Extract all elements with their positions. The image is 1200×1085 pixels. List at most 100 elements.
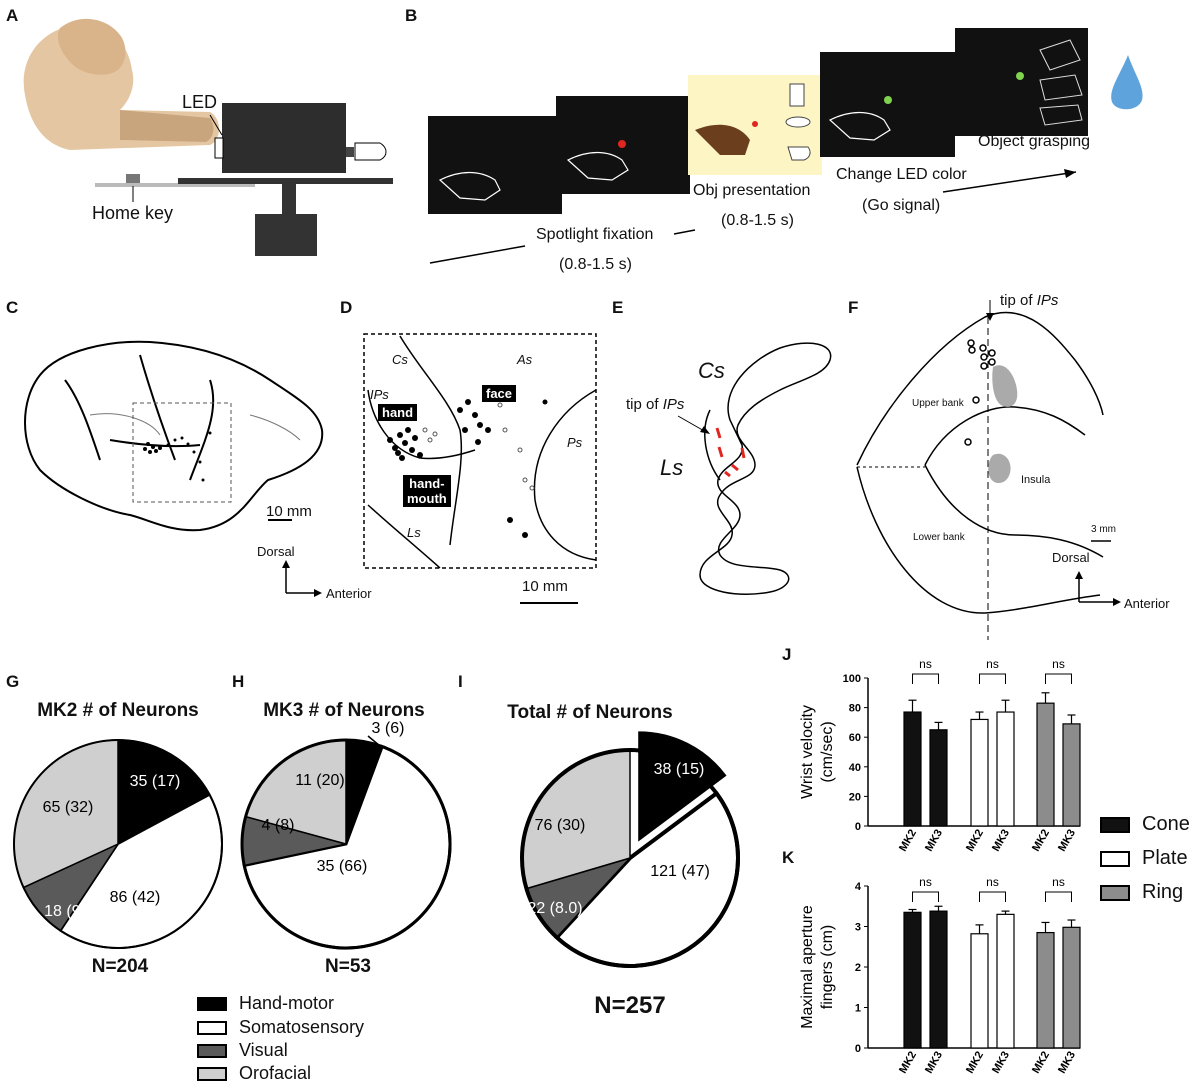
frame-grasping: [955, 28, 1088, 136]
y-tick-label: 0: [855, 821, 861, 833]
legend-swatch-cone: [1100, 816, 1130, 833]
arcuate-sulcus: [189, 379, 215, 481]
pie-slice-hand-motor: [638, 731, 727, 842]
grasp-hand-2: [1039, 74, 1083, 101]
significance-bracket: [912, 891, 939, 902]
y-tick-label: 20: [849, 791, 861, 803]
ring-object: [785, 116, 811, 128]
presentation-dot: [752, 121, 758, 127]
insula-label: Insula: [1021, 474, 1051, 486]
panel-letter-e: E: [612, 298, 624, 317]
bar-cone-mk3: [929, 910, 948, 1049]
e-label-ls: Ls: [660, 455, 684, 480]
bar-plate-mk2: [970, 933, 989, 1049]
panel-a-setup-illustration: [23, 18, 393, 256]
pie-slice-label: 76 (30): [535, 817, 586, 834]
y-tick-label: 40: [849, 762, 861, 774]
y-tick-label: 0: [855, 1043, 861, 1055]
pie-legend-orofacial: Orofacial: [197, 1063, 311, 1084]
pie-slice-label: 22 (8.0): [527, 900, 582, 917]
panel-b-task-sequence: [428, 28, 1143, 264]
y-axis-label: Wrist velocity: [799, 705, 816, 799]
x-tick-label: MK2: [964, 1050, 986, 1076]
pie-charts: 35 (17)86 (42)18 (9)65 (32)3 (6)35 (66)4…: [13, 720, 740, 968]
cone-object: [354, 142, 387, 161]
step-object-presentation: Obj presentation: [693, 182, 811, 199]
significance-label: ns: [986, 657, 999, 671]
y-tick-label: 3: [855, 922, 861, 934]
go-signal-dot: [884, 96, 892, 104]
lateral-sulcus: [109, 439, 201, 448]
bar-cone-mk2: [903, 911, 922, 1049]
monkey-arm: [120, 110, 214, 142]
panel-c-brain-lateral: [24, 340, 324, 597]
tip-pointer-e: [677, 415, 707, 433]
pie-outline: [520, 748, 740, 968]
pie-outline: [13, 739, 223, 949]
hand-outline-1: [438, 171, 501, 201]
legend-swatch-ring: [1100, 884, 1130, 901]
y-tick-label: 80: [849, 703, 861, 715]
as-line: [533, 389, 597, 561]
panel-letter-j: J: [782, 645, 792, 664]
tip-arrowhead-e: [700, 426, 710, 434]
d-label-cs: Cs: [392, 352, 408, 367]
f-tip-text: tip of: [1000, 292, 1033, 309]
pie-slice-label: 18 (9): [44, 903, 86, 920]
step-object-duration: (0.8-1.5 s): [721, 212, 794, 229]
minor-sulcus-2: [249, 414, 301, 441]
anterior-label-f: Anterior: [1124, 596, 1170, 611]
step-change-led: Change LED color: [836, 166, 967, 183]
f-recording-sites: [964, 339, 996, 446]
frame-go-signal: [820, 52, 955, 157]
significance-label: ns: [1052, 875, 1065, 889]
anterior-arrowhead: [314, 589, 322, 597]
sulcus-1: [64, 379, 101, 461]
pie-slice-label: 86 (42): [110, 889, 161, 906]
scale-label-f: 3 mm: [1091, 524, 1116, 535]
y-tick-label: 60: [849, 732, 861, 744]
apparatus-stand: [282, 184, 296, 214]
n-label-mk2: N=204: [91, 956, 149, 977]
panel-letter-h: H: [232, 672, 245, 691]
home-key-device: [126, 174, 140, 183]
cs-line: [399, 335, 463, 546]
x-tick-label: MK3: [990, 1050, 1012, 1076]
x-tick-label: MK3: [923, 828, 945, 854]
spotlight-dot: [618, 140, 626, 148]
step-object-grasping: Object grasping: [978, 133, 1091, 150]
y-tick-label: 4: [855, 881, 862, 893]
x-tick-label: MK2: [1030, 828, 1052, 854]
legend-label-hand-motor: Hand-motor: [239, 993, 335, 1013]
panel-d-inset-map: [363, 333, 597, 604]
pie-slice-label: 35 (17): [130, 773, 181, 790]
legend-label-plate: Plate: [1142, 847, 1188, 869]
f-dorsal-arrowhead: [1075, 571, 1083, 579]
grasp-hand-1: [1039, 39, 1081, 71]
significance-label: ns: [919, 875, 932, 889]
pie-0: 35 (17)86 (42)18 (9)65 (32): [13, 739, 223, 949]
recording-sites: [143, 431, 212, 482]
legend-label-orofacial: Orofacial: [239, 1063, 312, 1083]
led-window: [214, 137, 224, 159]
panel-f-section-detail: [856, 300, 1121, 640]
y-axis-label: fingers (cm): [819, 925, 836, 1009]
pie-title-mk3: MK3 # of Neurons: [263, 700, 425, 721]
significance-label: ns: [986, 875, 999, 889]
timeline-seg-1: [429, 245, 526, 264]
significance-bracket: [912, 673, 939, 684]
grasp-dot: [1016, 72, 1024, 80]
bar-ring-mk3: [1062, 926, 1081, 1049]
pie-title-total: Total # of Neurons: [507, 702, 673, 723]
home-key-label: Home key: [92, 203, 174, 223]
panel-letter-c: C: [6, 298, 19, 317]
significance-label: ns: [1052, 657, 1065, 671]
pie-2: 38 (15)121 (47)22 (8.0)76 (30): [520, 731, 740, 968]
e-label-cs: Cs: [698, 358, 725, 383]
bar-ring-mk3: [1062, 723, 1081, 827]
pie-title-mk2: MK2 # of Neurons: [37, 700, 199, 721]
d-label-ips: IPs: [370, 387, 389, 402]
hand-mouth-line-2: mouth: [407, 491, 447, 506]
